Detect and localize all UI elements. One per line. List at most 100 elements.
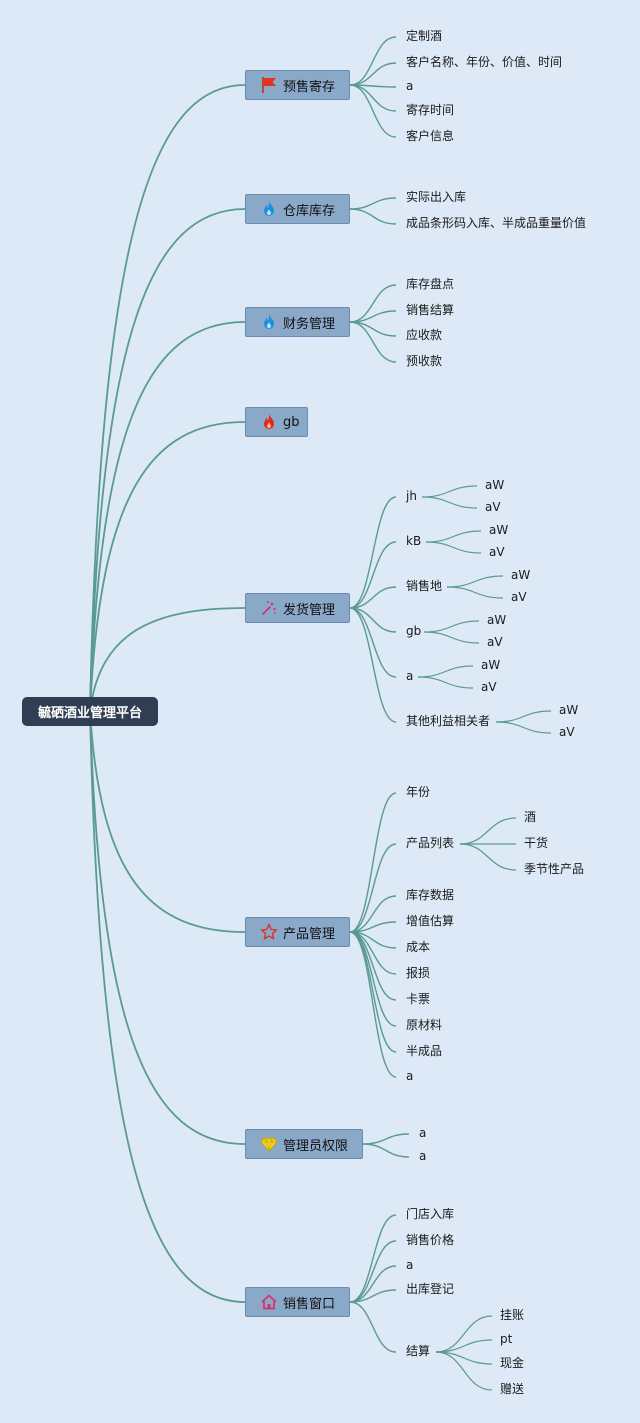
leaf-node[interactable]: 应收款 [406, 328, 443, 342]
red-flame-icon [260, 413, 278, 431]
leaf-node[interactable]: 成本 [406, 940, 431, 954]
leaf-connector [349, 197, 397, 210]
leaf-node[interactable]: 寄存时间 [406, 103, 455, 117]
leaf-connector [349, 607, 397, 678]
leaf-node[interactable]: 客户信息 [406, 129, 455, 143]
sub-leaf-node[interactable]: aW [511, 568, 531, 582]
leaf-node[interactable]: 定制酒 [406, 29, 443, 43]
leaf-node[interactable]: 出库登记 [406, 1282, 455, 1296]
leaf-connector [349, 62, 397, 86]
root-connector-sales [89, 710, 246, 1303]
root-connector-finance [89, 321, 246, 712]
leaf-connector [349, 607, 397, 633]
leaf-node[interactable]: 预收款 [406, 354, 443, 368]
branch-warehouse[interactable]: 仓库库存 [245, 194, 350, 224]
sub-leaf-node[interactable]: aW [489, 523, 509, 537]
sub-leaf-connector [425, 541, 482, 554]
root-node[interactable]: 毓硒酒业管理平台 [22, 697, 158, 726]
sub-leaf-node[interactable]: aV [487, 635, 503, 649]
sub-leaf-node[interactable]: 干货 [524, 836, 549, 850]
leaf-node[interactable]: 其他利益相关者 [406, 714, 491, 728]
leaf-connector [349, 496, 397, 609]
sub-leaf-node[interactable]: aV [481, 680, 497, 694]
leaf-connector [349, 1214, 397, 1303]
sub-leaf-node[interactable]: aV [559, 725, 575, 739]
sub-leaf-connector [435, 1315, 493, 1353]
leaf-node[interactable]: 年份 [406, 785, 431, 799]
root-connector-shipping [89, 607, 246, 712]
sub-leaf-connector [423, 620, 480, 633]
root-connector-admin [89, 710, 246, 1145]
branch-presale[interactable]: 预售寄存 [245, 70, 350, 100]
leaf-node[interactable]: a [406, 669, 414, 683]
leaf-connector [349, 586, 397, 609]
sub-leaf-node[interactable]: 酒 [524, 810, 537, 824]
branch-label: gb [283, 414, 300, 430]
sub-leaf-connector [495, 721, 552, 734]
branch-label: 财务管理 [283, 316, 336, 332]
leaf-node[interactable]: 实际出入库 [406, 190, 467, 204]
leaf-node[interactable]: 结算 [406, 1344, 431, 1358]
leaf-node[interactable]: 原材料 [406, 1018, 443, 1032]
sub-leaf-node[interactable]: aW [481, 658, 501, 672]
sub-leaf-node[interactable]: aW [487, 613, 507, 627]
sub-leaf-node[interactable]: aW [559, 703, 579, 717]
root-connector-gb [89, 421, 246, 712]
leaf-connector [349, 931, 397, 1053]
sub-leaf-connector [446, 575, 504, 588]
leaf-connector [349, 84, 397, 138]
sub-leaf-node[interactable]: aV [489, 545, 505, 559]
leaf-node[interactable]: 销售价格 [406, 1233, 455, 1247]
leaf-node[interactable]: 成品条形码入库、半成品重量价值 [406, 216, 587, 230]
leaf-node[interactable]: 库存数据 [406, 888, 455, 902]
leaf-node[interactable]: a [419, 1149, 427, 1163]
leaf-node[interactable]: a [406, 1258, 414, 1272]
branch-admin[interactable]: 管理员权限 [245, 1129, 363, 1159]
leaf-node[interactable]: 卡票 [406, 992, 431, 1006]
sub-leaf-connector [423, 631, 480, 644]
sub-leaf-connector [417, 665, 474, 678]
leaf-node[interactable]: 产品列表 [406, 836, 455, 850]
leaf-connector [349, 607, 397, 723]
branch-label: 管理员权限 [283, 1138, 349, 1154]
sub-leaf-connector [425, 530, 482, 543]
blue-flame-icon [260, 313, 278, 331]
sub-leaf-node[interactable]: pt [500, 1332, 513, 1346]
blue-flame-icon [260, 200, 278, 218]
branch-gb[interactable]: gb [245, 407, 308, 437]
leaf-node[interactable]: 销售地 [406, 579, 443, 593]
leaf-node[interactable]: 销售结算 [406, 303, 455, 317]
root-connector-product [89, 710, 246, 933]
branch-finance[interactable]: 财务管理 [245, 307, 350, 337]
sub-leaf-node[interactable]: 现金 [500, 1356, 525, 1370]
leaf-node[interactable]: 报损 [406, 966, 431, 980]
leaf-node[interactable]: 客户名称、年份、价值、时间 [406, 55, 563, 69]
leaf-connector [362, 1133, 410, 1145]
branch-label: 产品管理 [283, 926, 336, 942]
sub-leaf-node[interactable]: 季节性产品 [524, 862, 585, 876]
leaf-connector [349, 792, 397, 933]
leaf-connector [349, 931, 397, 1078]
sub-leaf-node[interactable]: 挂账 [500, 1308, 525, 1322]
leaf-node[interactable]: kB [406, 534, 422, 548]
leaf-node[interactable]: gb [406, 624, 422, 638]
branch-shipping[interactable]: 发货管理 [245, 593, 350, 623]
branch-label: 预售寄存 [283, 79, 336, 95]
leaf-node[interactable]: a [406, 1069, 414, 1083]
leaf-node[interactable]: 库存盘点 [406, 277, 455, 291]
sub-leaf-node[interactable]: aW [485, 478, 505, 492]
leaf-node[interactable]: 增值估算 [406, 914, 455, 928]
leaf-node[interactable]: a [419, 1126, 427, 1140]
branch-product[interactable]: 产品管理 [245, 917, 350, 947]
branch-label: 销售窗口 [283, 1296, 336, 1312]
sub-leaf-node[interactable]: aV [511, 590, 527, 604]
sub-leaf-node[interactable]: aV [485, 500, 501, 514]
sub-leaf-node[interactable]: 赠送 [500, 1382, 525, 1396]
leaf-node[interactable]: 半成品 [406, 1044, 443, 1058]
leaf-node[interactable]: 门店入库 [406, 1207, 455, 1221]
branch-sales[interactable]: 销售窗口 [245, 1287, 350, 1317]
leaf-node[interactable]: a [406, 79, 414, 93]
leaf-node[interactable]: jh [406, 489, 417, 503]
